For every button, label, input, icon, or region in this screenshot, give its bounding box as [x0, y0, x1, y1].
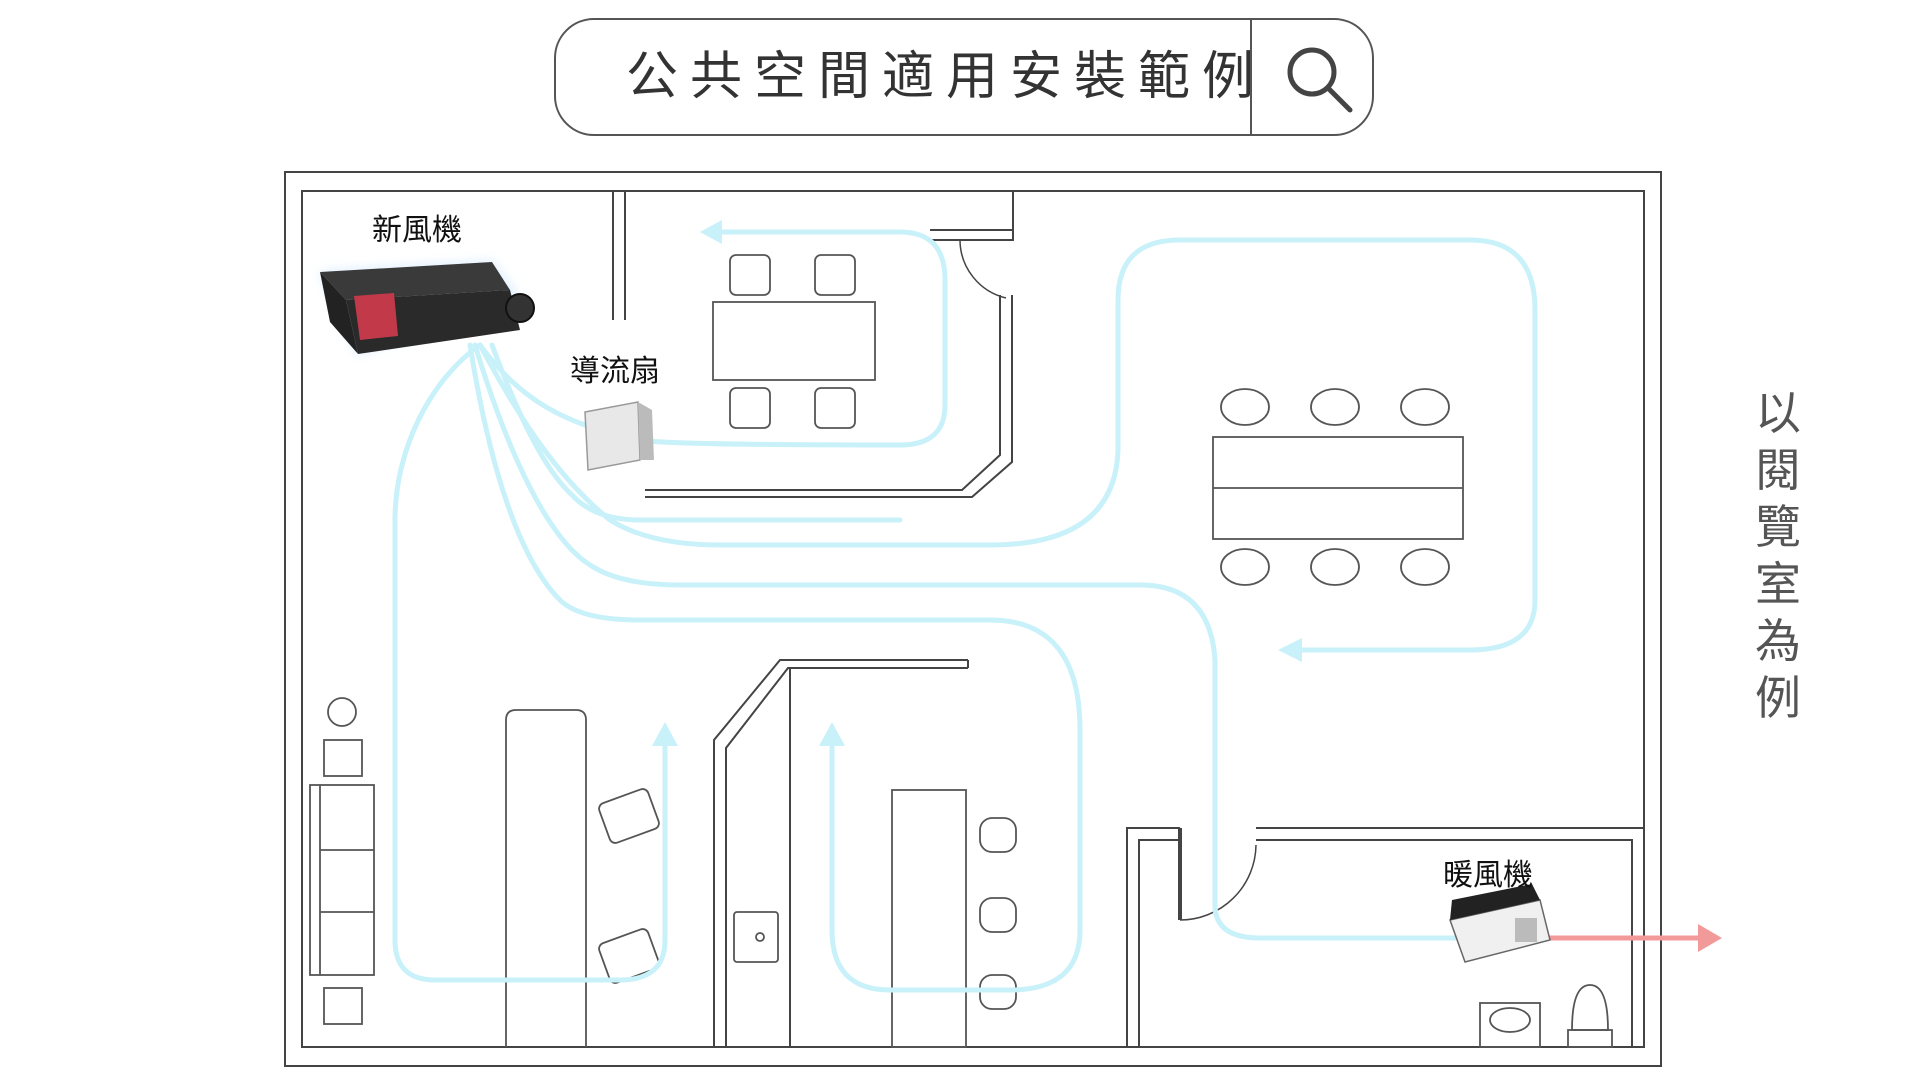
side-caption-char: 覽	[1755, 500, 1801, 554]
heater-label: 暖風機	[1443, 858, 1533, 893]
search-icon[interactable]	[1282, 42, 1356, 116]
bathroom-heater-icon	[1449, 884, 1551, 963]
search-divider	[1250, 20, 1252, 134]
side-caption: 以 閱 覽 室 為 例	[1748, 385, 1808, 727]
side-caption-char: 閱	[1755, 443, 1801, 497]
furniture	[309, 254, 1613, 1048]
walls	[284, 171, 1662, 1067]
ventilator-unit-icon	[320, 262, 535, 354]
side-caption-char: 室	[1755, 557, 1801, 611]
side-caption-char: 為	[1755, 614, 1801, 668]
airflow-paths	[392, 229, 1538, 993]
search-query-text: 公共空間適用安裝範例	[626, 47, 1267, 107]
side-caption-char: 例	[1755, 671, 1801, 725]
circulation-fan-icon	[584, 401, 654, 471]
circulation-fan-label: 導流扇	[570, 354, 660, 389]
ventilator-label: 新風機	[372, 213, 462, 248]
search-bar[interactable]: 公共空間適用安裝範例	[554, 18, 1374, 136]
exhaust-arrow-icon	[1548, 924, 1722, 952]
side-caption-char: 以	[1755, 386, 1801, 440]
airflow-arrow-icon	[652, 220, 1302, 746]
